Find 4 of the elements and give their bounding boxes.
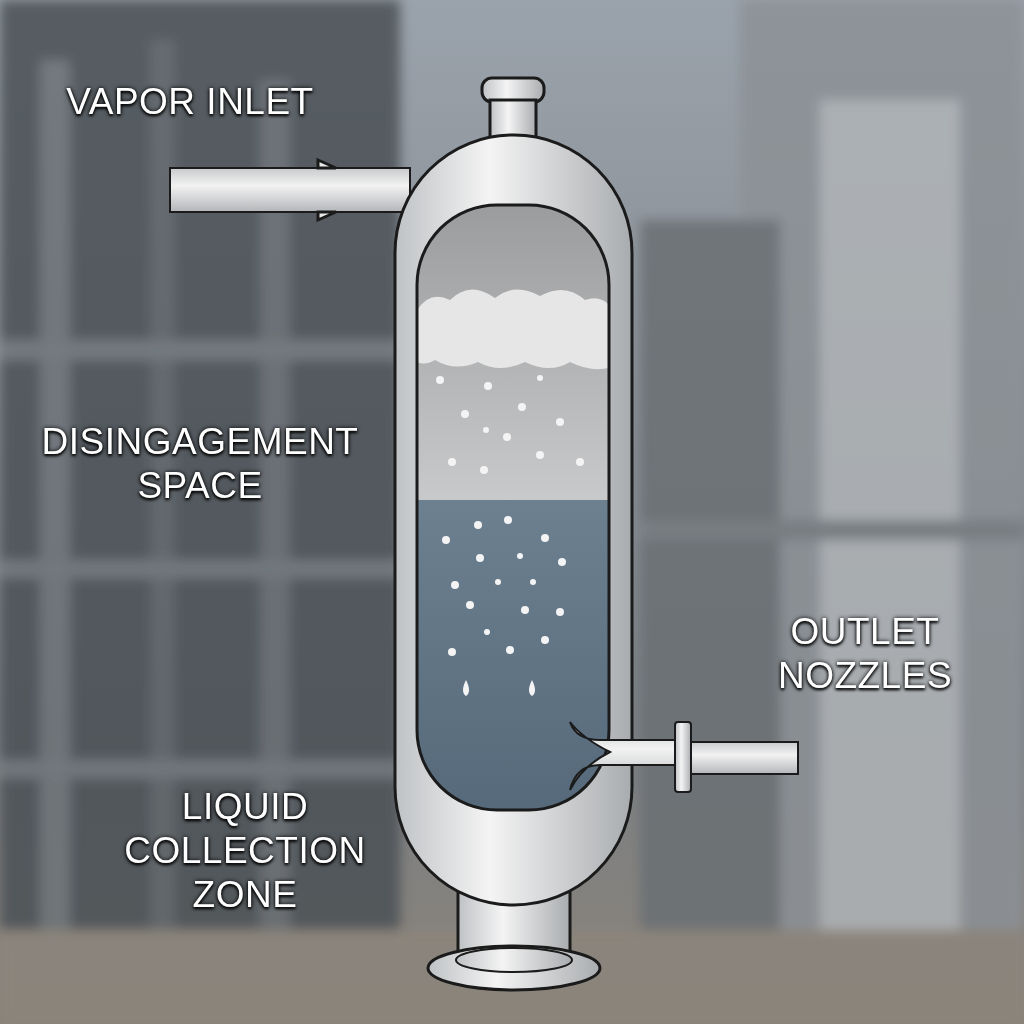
part-label: DISINGAGEMENT SPACE: [40, 420, 360, 508]
part-label: VAPOR INLET: [65, 80, 315, 124]
part-label: OUTLET NOZZLES: [776, 610, 954, 698]
part-label: LIQUID COLLECTION ZONE: [123, 785, 367, 917]
